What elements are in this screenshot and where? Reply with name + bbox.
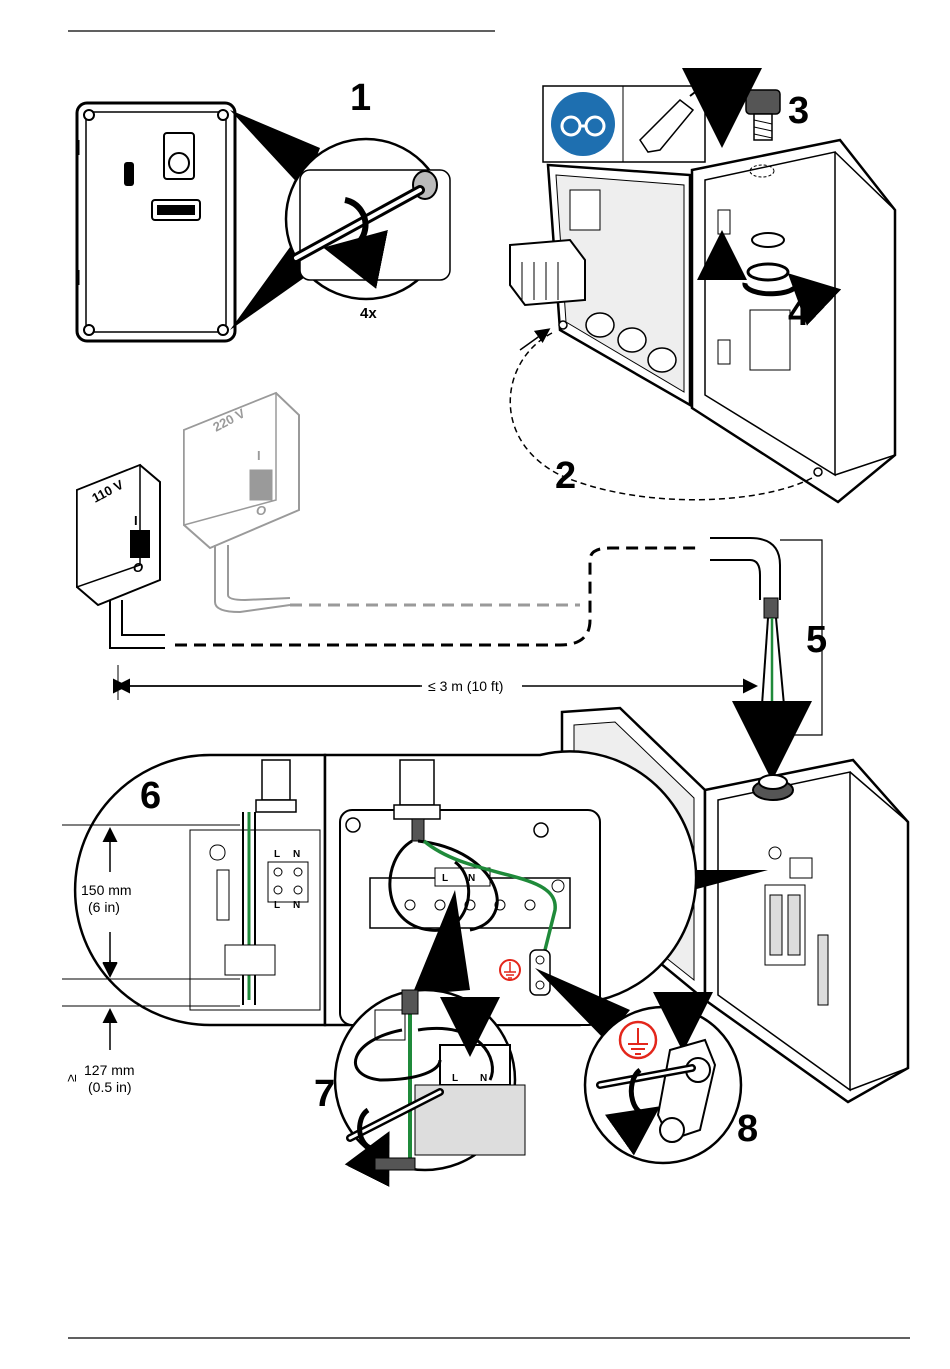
- step-number: 4: [788, 292, 809, 334]
- terminal-l-label: L: [442, 873, 448, 884]
- terminal-l-label: L: [274, 900, 280, 911]
- switch-on-label: I: [134, 513, 138, 528]
- min-length-mm-label: 127 mm: [84, 1062, 135, 1078]
- enclosure-front-cover: [77, 103, 235, 341]
- min-length-symbol: ≥: [63, 1074, 79, 1082]
- toggle-icon: [124, 162, 134, 186]
- step-number: 8: [737, 1108, 758, 1150]
- switch-off-label: O: [133, 560, 143, 575]
- step-number: 6: [140, 775, 161, 817]
- screw-icon: [84, 110, 94, 120]
- terminal-block-icon: [510, 240, 585, 305]
- cable-110v-dashed: [175, 548, 700, 645]
- step-number: 1: [350, 77, 371, 119]
- switch-220v: 220 V I O: [184, 393, 299, 548]
- step-number: 3: [788, 90, 809, 132]
- screw-icon: [218, 325, 228, 335]
- enclosure-base: [510, 165, 690, 405]
- step-number: 7: [314, 1073, 335, 1115]
- distance-label: ≤ 3 m (10 ft): [428, 678, 503, 694]
- length-mm-label: 150 mm: [81, 882, 132, 898]
- terminal-l-label: L: [274, 849, 280, 860]
- safety-goggles-icon: [551, 92, 615, 156]
- terminal-n-label: N: [293, 849, 300, 860]
- screw-icon: [218, 110, 228, 120]
- screw-count-label: 4x: [360, 305, 377, 322]
- ppe-notice: [543, 86, 705, 162]
- wiring-panel-detail: L N: [325, 751, 696, 1025]
- switch-off-label: O: [256, 503, 266, 518]
- screw-detail-circle: [286, 139, 450, 299]
- terminal-l-label: L: [452, 1073, 458, 1084]
- switch-on-label: I: [257, 448, 261, 463]
- min-length-in-label: (0.5 in): [88, 1079, 132, 1095]
- step-number: 5: [806, 619, 827, 661]
- step-number: 2: [555, 455, 576, 497]
- terminal-n-label: N: [480, 1073, 487, 1084]
- terminal-n-label: N: [293, 900, 300, 911]
- switch-110v: 110 V I O: [77, 465, 160, 605]
- screw-icon: [84, 325, 94, 335]
- length-in-label: (6 in): [88, 899, 120, 915]
